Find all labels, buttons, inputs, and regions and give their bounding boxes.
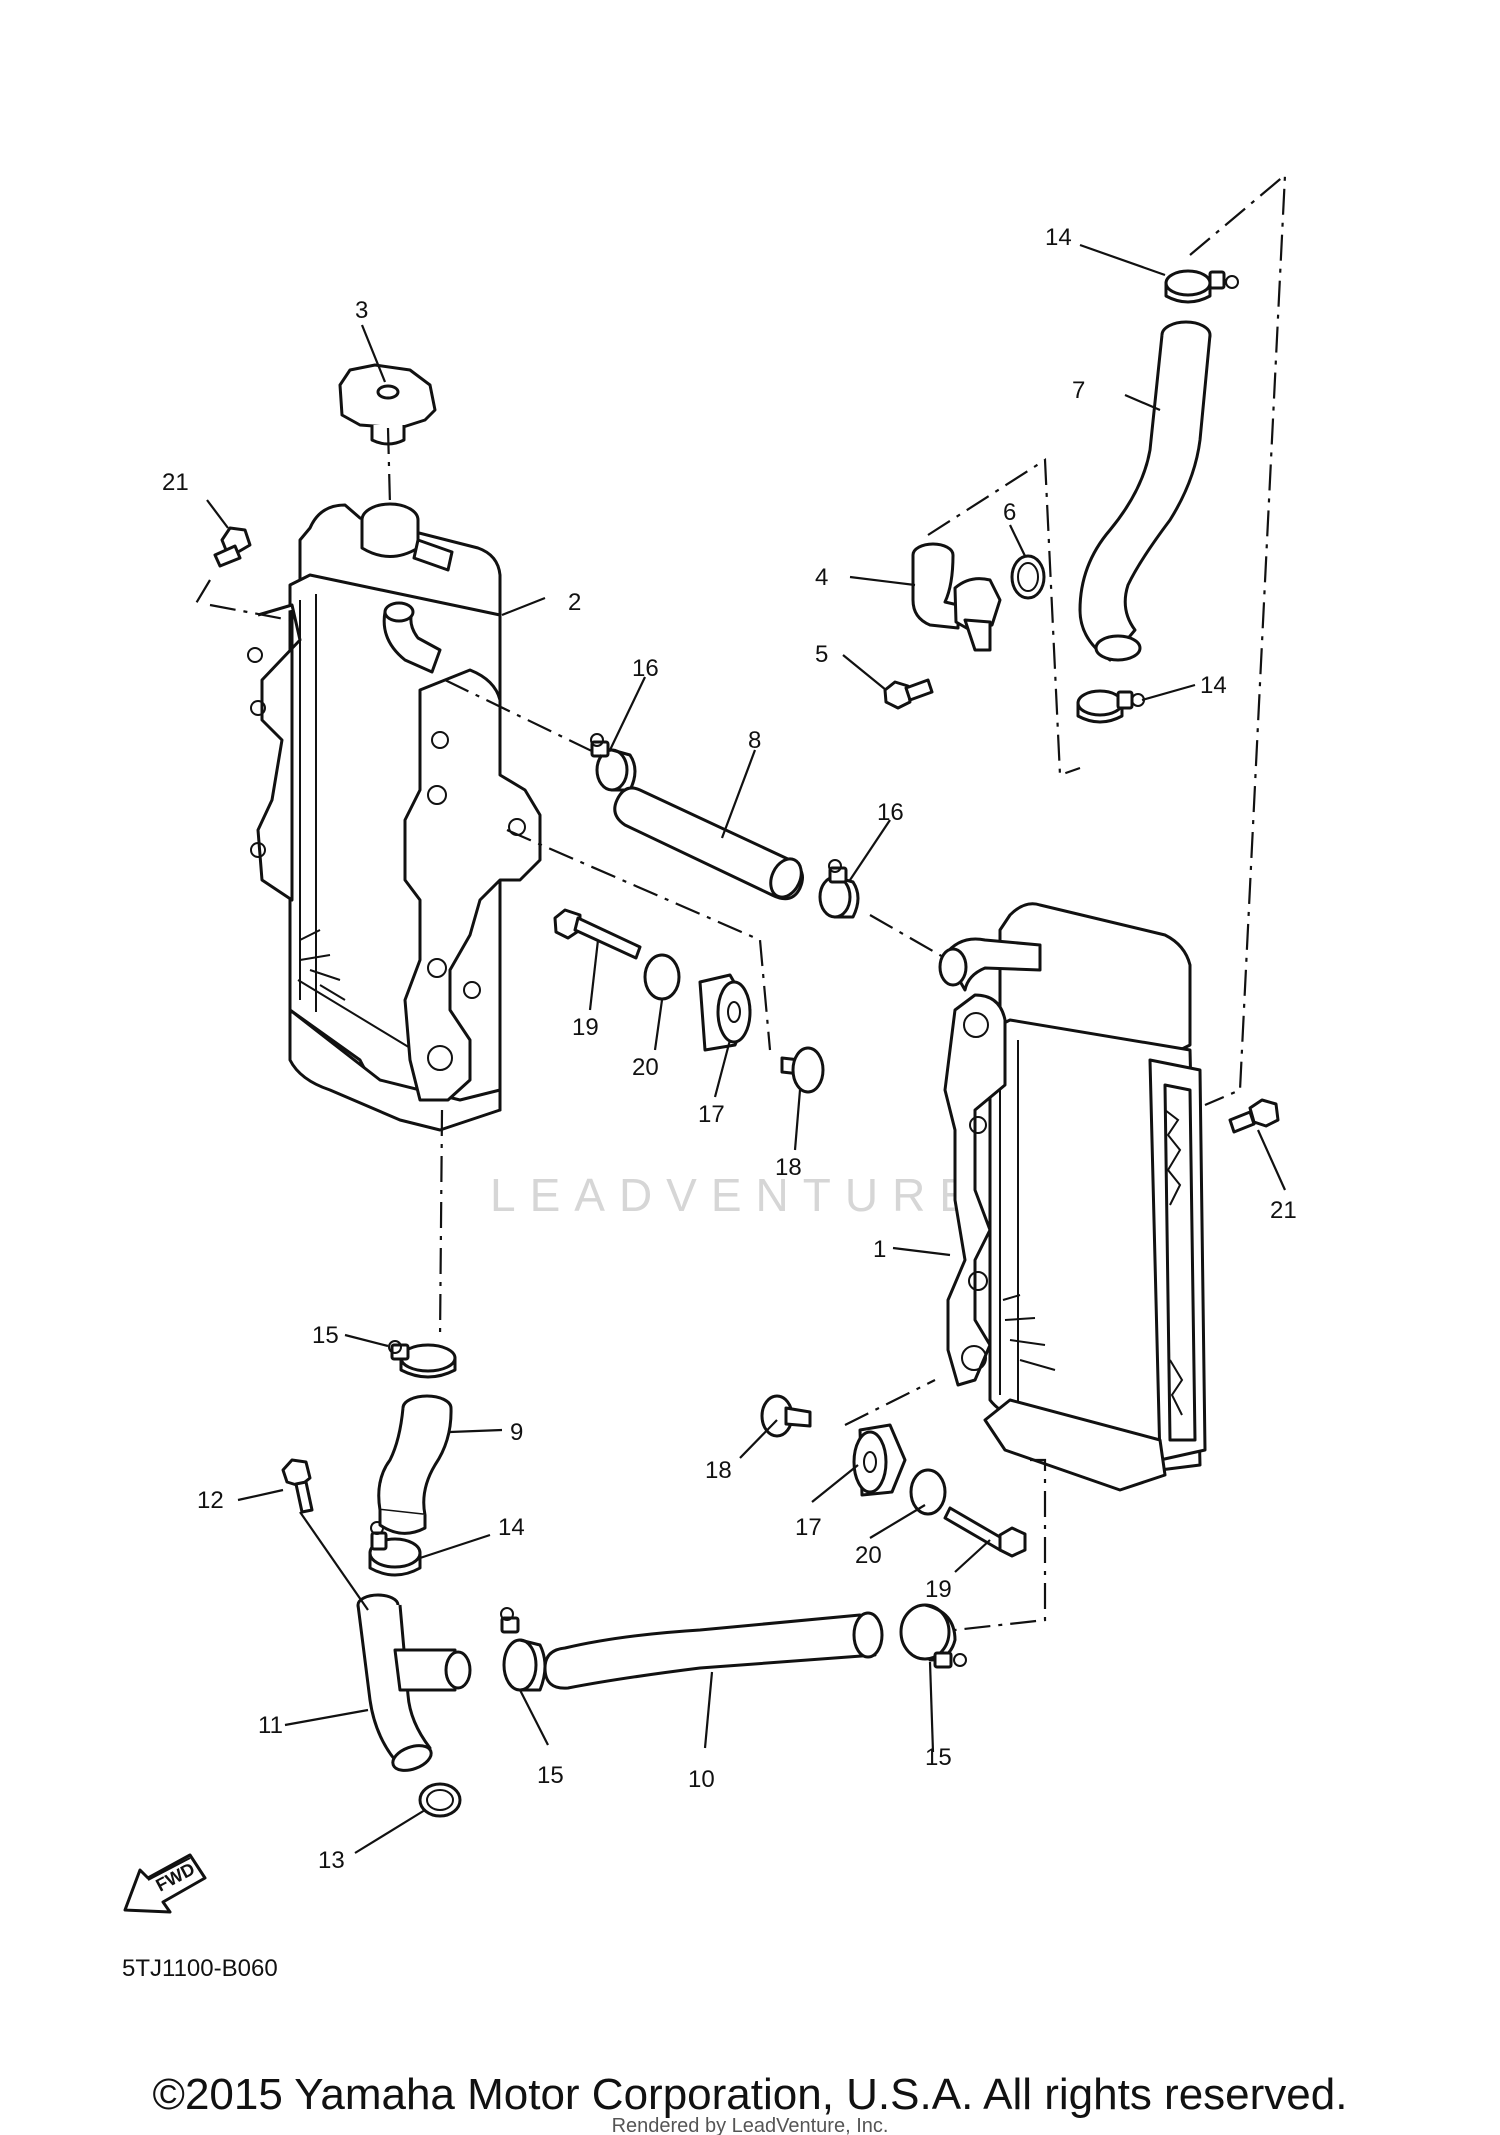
callout-5: 5	[815, 641, 828, 668]
callout-12: 12	[197, 1487, 224, 1514]
hose-clamp-16-right[interactable]	[818, 859, 860, 919]
callout-16-left: 16	[632, 655, 659, 682]
callout-15-mid: 15	[537, 1762, 564, 1789]
right-radiator[interactable]	[938, 902, 1207, 1492]
callout-18-right: 18	[705, 1457, 732, 1484]
callout-21-left: 21	[162, 469, 189, 496]
callout-1: 1	[873, 1236, 886, 1263]
callout-17-right: 17	[795, 1514, 822, 1541]
callout-9: 9	[510, 1419, 523, 1446]
callout-3: 3	[355, 297, 368, 324]
washer-20-right[interactable]	[909, 1468, 947, 1516]
water-pipe-11[interactable]	[356, 1593, 472, 1775]
washer-20-left[interactable]	[643, 953, 681, 1001]
radiator-hose-10[interactable]	[543, 1611, 884, 1690]
rendered-by-notice: Rendered by LeadVenture, Inc.	[611, 2115, 889, 2135]
callout-20-right: 20	[855, 1542, 882, 1569]
damper-17-right[interactable]	[852, 1423, 907, 1497]
bolt-5[interactable]	[883, 678, 934, 710]
hose-clamp-14-top[interactable]	[1164, 269, 1239, 304]
radiator-hose-8[interactable]	[613, 786, 807, 902]
radiator-hose-7[interactable]	[1078, 320, 1212, 662]
callout-2: 2	[568, 589, 581, 616]
hose-clamp-15-mid[interactable]	[500, 1607, 547, 1692]
hose-clamp-14-mid[interactable]	[1076, 689, 1145, 724]
callout-15-upper: 15	[312, 1322, 339, 1349]
callout-17-left: 17	[698, 1101, 725, 1128]
callout-7: 7	[1072, 377, 1085, 404]
callout-21-right: 21	[1270, 1197, 1297, 1224]
watermark: LEADVENTURE	[490, 1169, 984, 1221]
callout-6: 6	[1003, 499, 1016, 526]
callout-19-left: 19	[572, 1014, 599, 1041]
callout-16-right: 16	[877, 799, 904, 826]
damper-17-left[interactable]	[698, 973, 752, 1052]
left-radiator[interactable]	[247, 502, 542, 1132]
callout-14-low: 14	[498, 1514, 525, 1541]
callout-18-left: 18	[775, 1154, 802, 1181]
callout-14-mid: 14	[1200, 672, 1227, 699]
collar-18-left[interactable]	[780, 1046, 825, 1094]
callout-10: 10	[688, 1766, 715, 1793]
water-pipe-joint[interactable]	[911, 542, 1002, 652]
bolt-21-right[interactable]	[1228, 1098, 1280, 1134]
radiator-hose-9[interactable]	[377, 1394, 453, 1535]
bolt-19-left[interactable]	[553, 908, 642, 960]
hose-clamp-14-low[interactable]	[368, 1521, 422, 1577]
hose-clamp-16-left[interactable]	[590, 733, 637, 792]
callout-20-left: 20	[632, 1054, 659, 1081]
callout-13: 13	[318, 1847, 345, 1874]
assembly-lines	[194, 172, 1287, 1632]
hose-clamp-15-upper[interactable]	[388, 1340, 457, 1379]
forward-direction-arrow: FWD	[123, 1853, 207, 1914]
callout-4: 4	[815, 564, 828, 591]
bolt-21-left[interactable]	[213, 526, 252, 568]
callout-8: 8	[748, 727, 761, 754]
copyright-notice: ©2015 Yamaha Motor Corporation, U.S.A. A…	[152, 2070, 1348, 2119]
callout-19-right: 19	[925, 1576, 952, 1603]
leader-lines	[206, 243, 1287, 1854]
hose-clamp-15-right[interactable]	[899, 1603, 967, 1669]
o-ring-6[interactable]	[1010, 554, 1046, 600]
bolt-12[interactable]	[281, 1458, 314, 1514]
callout-11: 11	[258, 1712, 283, 1739]
callout-numbers: 3 21 2 16 14 7 6 4 5 14 8 16 19 20 17 18…	[162, 224, 1297, 1874]
o-ring-13[interactable]	[418, 1782, 462, 1818]
bolt-19-right[interactable]	[943, 1506, 1027, 1558]
callout-14-top: 14	[1045, 224, 1072, 251]
collar-18-right[interactable]	[760, 1394, 812, 1438]
callout-15-right: 15	[925, 1744, 952, 1771]
diagram-code: 5TJ1100-B060	[122, 1955, 278, 1982]
radiator-cap[interactable]	[338, 363, 437, 446]
